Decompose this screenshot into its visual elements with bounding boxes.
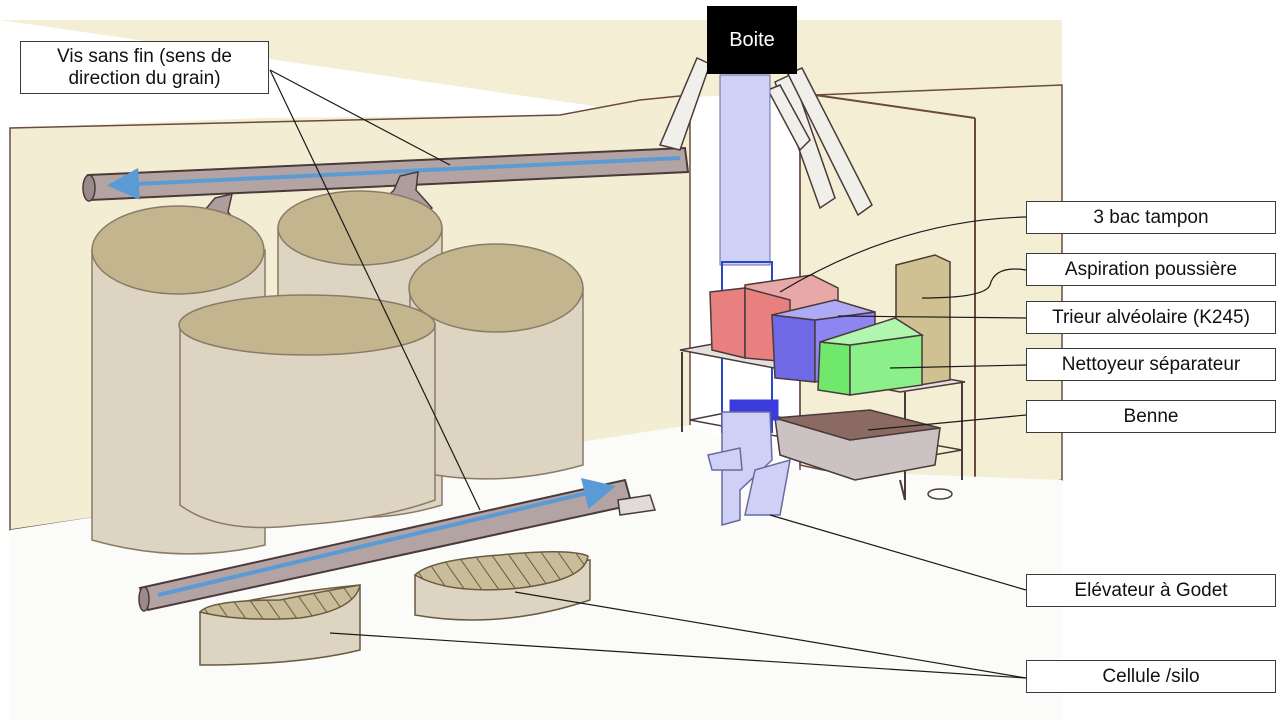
trieur-top: [771, 299, 876, 321]
label-trieur: Trieur alvéolaire (K245): [1026, 301, 1276, 334]
label-elevateur: Elévateur à Godet: [1026, 574, 1276, 607]
silo-front-top: [178, 294, 436, 356]
leader-lines: [269, 69, 1027, 679]
elevator-and-equipment: [679, 67, 966, 526]
benne-inside: [774, 409, 941, 441]
nettoyeur-top: [819, 317, 925, 346]
bottom-conveyor-end-left: [138, 586, 150, 612]
top-conveyor-end-left: [82, 174, 96, 202]
cell-left-top: [198, 584, 361, 620]
leader-aspiration: [921, 268, 1027, 299]
leader-benne: [867, 414, 1027, 431]
benne-wheel-2: [927, 488, 953, 500]
top-flow-arrow: [107, 156, 681, 200]
leader-bac-tampon: [779, 216, 1027, 293]
silo-front: [179, 324, 436, 529]
elevator-column: [719, 74, 771, 266]
silo-back-middle-top: [277, 190, 443, 266]
label-vis-sans-fin: Vis sans fin (sens de direction du grain…: [20, 41, 269, 94]
label-bac-tampon: 3 bac tampon: [1026, 201, 1276, 234]
bottom-screw-conveyor: [138, 477, 656, 612]
bottom-flow-arrow: [157, 477, 616, 597]
leader-cellule-1: [329, 632, 1027, 679]
elevator-boot: [721, 411, 773, 526]
silos: [91, 190, 584, 555]
leader-cellule-2: [514, 591, 1027, 679]
benne-wheel-1: [899, 479, 906, 501]
leader-nettoyeur: [889, 364, 1027, 369]
ground-cells: [198, 551, 591, 666]
label-aspiration: Aspiration poussière: [1026, 253, 1276, 286]
box-chute-2: [786, 67, 873, 217]
label-nettoyeur: Nettoyeur séparateur: [1026, 348, 1276, 381]
label-benne: Benne: [1026, 400, 1276, 433]
corner-line: [814, 94, 976, 119]
trieur-front: [771, 314, 816, 383]
bac-tampon-front: [709, 287, 746, 359]
cell-right-top: [413, 551, 589, 591]
label-cellule: Cellule /silo: [1026, 660, 1276, 693]
nettoyeur-front: [817, 341, 851, 396]
leader-vis-bottom: [269, 69, 481, 511]
box-chute-3: [766, 84, 811, 152]
silo-right-top: [408, 243, 584, 333]
leader-elevateur: [769, 514, 1027, 591]
elevator-hopper-left: [707, 447, 743, 471]
leader-vis-top: [269, 69, 451, 166]
elevator-hopper-right: [744, 458, 791, 516]
label-boite: Boite: [707, 6, 797, 74]
leader-trieur: [837, 315, 1027, 319]
bottom-conveyor-outlet: [617, 494, 656, 516]
silo-back-left-top: [91, 205, 265, 295]
